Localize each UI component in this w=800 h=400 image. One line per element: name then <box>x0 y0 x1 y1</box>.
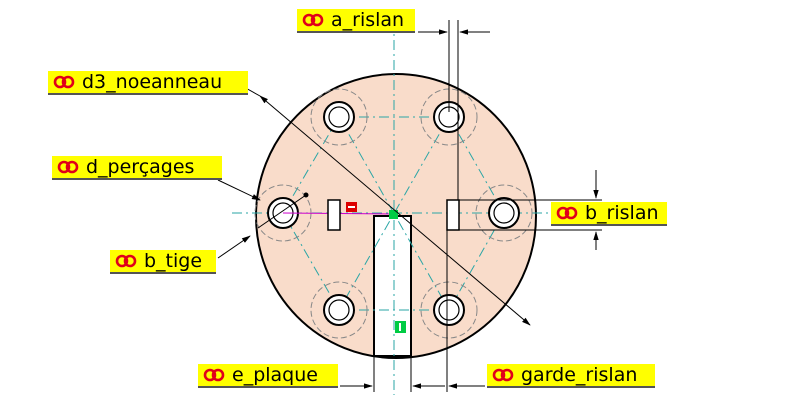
link-rings-icon <box>53 75 75 89</box>
label-text: garde_rislan <box>521 364 638 386</box>
label-b-tige[interactable]: b_tige <box>110 250 216 274</box>
rislan-slot-right[interactable] <box>446 199 460 231</box>
label-garde-rislan[interactable]: garde_rislan <box>487 364 655 388</box>
link-rings-icon <box>115 254 137 268</box>
label-d-percages[interactable]: d_perçages <box>52 156 222 180</box>
link-rings-icon <box>57 160 79 174</box>
label-d3-noeanneau[interactable]: d3_noeanneau <box>48 71 248 95</box>
red-marker-dash <box>348 206 355 208</box>
label-text: e_plaque <box>232 364 318 386</box>
label-b-rislan[interactable]: b_rislan <box>551 202 667 226</box>
label-e-plaque[interactable]: e_plaque <box>198 364 338 388</box>
label-text: a_rislan <box>331 9 405 31</box>
link-rings-icon <box>492 368 514 382</box>
rislan-slot-left[interactable] <box>327 199 341 231</box>
link-rings-icon <box>203 368 225 382</box>
link-rings-icon <box>556 206 578 220</box>
label-text: b_rislan <box>585 202 659 224</box>
green-marker-bar <box>399 323 401 331</box>
plate-slot[interactable] <box>373 215 412 357</box>
label-text: d3_noeanneau <box>82 71 223 93</box>
label-text: d_perçages <box>86 156 195 178</box>
label-text: b_tige <box>144 250 203 272</box>
label-a-rislan[interactable]: a_rislan <box>297 9 415 33</box>
link-rings-icon <box>302 13 324 27</box>
